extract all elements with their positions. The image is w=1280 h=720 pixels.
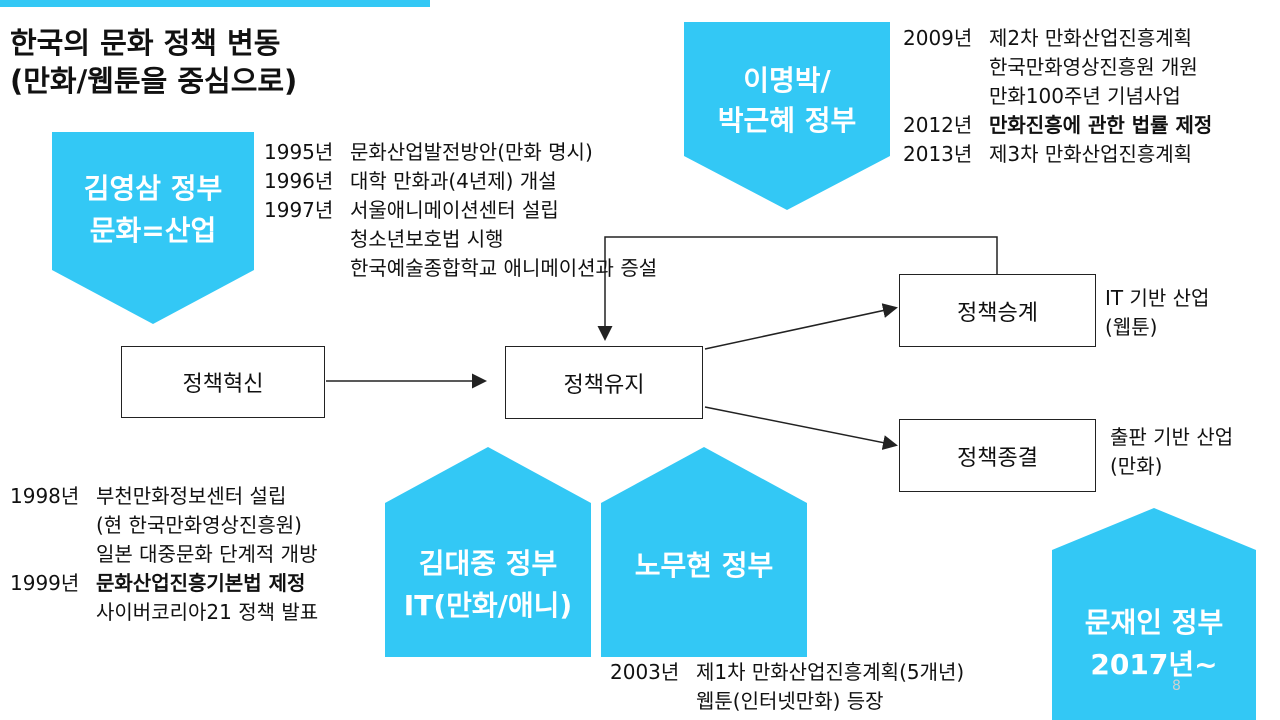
policy-termination-box: 정책종결: [899, 419, 1096, 492]
arrow-maintenance-to-succession: [704, 303, 898, 350]
moon-label-2: 2017년~: [1090, 648, 1218, 681]
policy-succession-label: 정책승계: [957, 300, 1038, 326]
policy-succession-box: 정책승계: [899, 274, 1096, 347]
timeline-row: 일본 대중문화 단계적 개방: [96, 542, 318, 566]
moon-label-1: 문재인 정부: [1084, 606, 1224, 639]
title-line-1: 한국의 문화 정책 변동: [10, 26, 281, 60]
page-title: 한국의 문화 정책 변동 (만화/웹툰을 중심으로): [10, 24, 297, 100]
kim-ys-label-2: 문화=산업: [89, 214, 217, 247]
policy-maintenance-box: 정책유지: [505, 346, 703, 419]
timeline-row: 만화100주년 기념사업: [989, 84, 1181, 108]
moon-government-shape: 문재인 정부 2017년~: [1052, 508, 1256, 720]
succession-note-line-2: (웹툰): [1105, 315, 1158, 339]
arrow-maintenance-to-termination: [704, 406, 898, 451]
lee-park-government-shape: 이명박/ 박근혜 정부: [684, 22, 890, 210]
succession-note-line-1: IT 기반 산업: [1105, 286, 1210, 310]
succession-note: IT 기반 산업 (웹툰): [1105, 284, 1209, 342]
top-accent-bar: [0, 0, 430, 7]
roh-label-1: 노무현 정부: [634, 549, 774, 582]
roh-government-shape: 노무현 정부: [601, 447, 807, 657]
lee-park-label-2: 박근혜 정부: [717, 104, 857, 137]
kim-ys-label-1: 김영삼 정부: [83, 172, 223, 205]
timeline-row: 웹툰(인터넷만화) 등장: [696, 689, 884, 713]
timeline-row: 청소년보호법 시행: [350, 227, 504, 251]
policy-innovation-box: 정책혁신: [121, 346, 325, 418]
kim-ys-government-shape: 김영삼 정부 문화=산업: [52, 132, 254, 324]
lee-park-label-1: 이명박/: [743, 64, 831, 97]
policy-termination-label: 정책종결: [957, 445, 1038, 471]
page-number: 8: [1172, 678, 1181, 694]
timeline-row: 한국만화영상진흥원 개원: [989, 55, 1198, 79]
timeline-row: 한국예술종합학교 애니메이션과 증설: [350, 256, 658, 280]
termination-note-line-2: (만화): [1110, 454, 1163, 478]
arrow-succession-feedback: [597, 236, 998, 341]
policy-innovation-label: 정책혁신: [182, 372, 264, 397]
kim-dj-label-1: 김대중 정부: [418, 547, 558, 580]
termination-note-line-1: 출판 기반 산업: [1110, 425, 1234, 449]
policy-maintenance-label: 정책유지: [563, 372, 645, 398]
kim-dj-label-2: IT(만화/애니): [403, 589, 573, 622]
timeline-row: 사이버코리아21 정책 발표: [96, 600, 319, 624]
termination-note: 출판 기반 산업 (만화): [1110, 423, 1233, 481]
timeline-row: (현 한국만화영상진흥원): [96, 513, 302, 537]
title-line-2: (만화/웹툰을 중심으로): [10, 64, 298, 98]
kim-dj-government-shape: 김대중 정부 IT(만화/애니): [385, 447, 591, 657]
